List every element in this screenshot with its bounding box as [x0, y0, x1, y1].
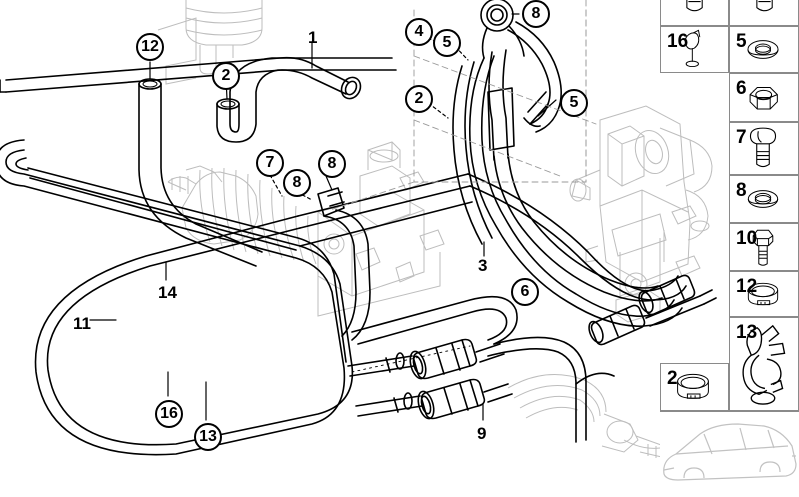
callout-11[interactable]: 11 [73, 314, 91, 333]
callout-9[interactable]: 9 [477, 424, 487, 443]
sealing-ring-icon [732, 178, 794, 220]
car-silhouette-icon [663, 423, 797, 481]
legend-item-5[interactable]: 5 [729, 26, 799, 73]
callout-8-right[interactable]: 8 [318, 150, 346, 178]
legend-item-6[interactable]: 6 [729, 73, 799, 122]
legend-number-6: 6 [736, 78, 747, 99]
legend-item-16[interactable]: 16 [660, 26, 729, 73]
callout-6[interactable]: 6 [511, 278, 539, 306]
pipe-bracket-icon [732, 320, 794, 408]
legend-number-8: 8 [736, 180, 747, 201]
sealing-ring-icon [732, 29, 794, 70]
legend-number-16: 16 [667, 31, 689, 52]
callout-1[interactable]: 1 [308, 28, 318, 47]
hose-clamp-icon [662, 366, 724, 408]
hex-nut-icon [732, 76, 794, 119]
hose-clamp-icon [732, 274, 794, 314]
callout-7[interactable]: 7 [256, 149, 284, 177]
parts-legend-panel: 16 5 [660, 0, 799, 491]
hose-assembly-linework [0, 0, 717, 456]
callout-5-upper[interactable]: 5 [433, 29, 461, 57]
legend-number-10: 10 [736, 228, 758, 249]
legend-item-10[interactable]: 10 [729, 223, 799, 271]
legend-number-7: 7 [736, 127, 747, 148]
banjo-bolt-icon [662, 0, 724, 23]
callout-2-reservoir[interactable]: 2 [212, 62, 240, 90]
legend-number-13: 13 [736, 322, 758, 343]
legend-cell-top-right[interactable] [729, 0, 799, 26]
callout-14[interactable]: 14 [158, 283, 177, 302]
legend-item-13[interactable]: 13 [729, 317, 799, 411]
callout-3[interactable]: 3 [478, 256, 488, 275]
legend-number-2: 2 [667, 368, 678, 389]
legend-vehicle-cell [660, 411, 799, 491]
hex-head-bolt-icon [732, 226, 794, 268]
callout-8-banjo[interactable]: 8 [522, 0, 550, 28]
flange-bolt-icon [732, 125, 794, 172]
banjo-bolt-icon [732, 0, 794, 23]
legend-item-2[interactable]: 2 [660, 363, 729, 411]
legend-item-12[interactable]: 12 [729, 271, 799, 317]
callout-13[interactable]: 13 [194, 423, 222, 451]
legend-item-8[interactable]: 8 [729, 175, 799, 223]
legend-item-7[interactable]: 7 [729, 122, 799, 175]
legend-number-5: 5 [736, 31, 747, 52]
callout-8-left[interactable]: 8 [283, 169, 311, 197]
callout-2-hose[interactable]: 2 [405, 85, 433, 113]
retaining-clip-icon [662, 29, 724, 70]
legend-cell-top-left[interactable] [660, 0, 729, 26]
callout-12[interactable]: 12 [136, 33, 164, 61]
callout-4[interactable]: 4 [405, 18, 433, 46]
callout-16[interactable]: 16 [155, 400, 183, 428]
callout-5-lower[interactable]: 5 [560, 89, 588, 117]
